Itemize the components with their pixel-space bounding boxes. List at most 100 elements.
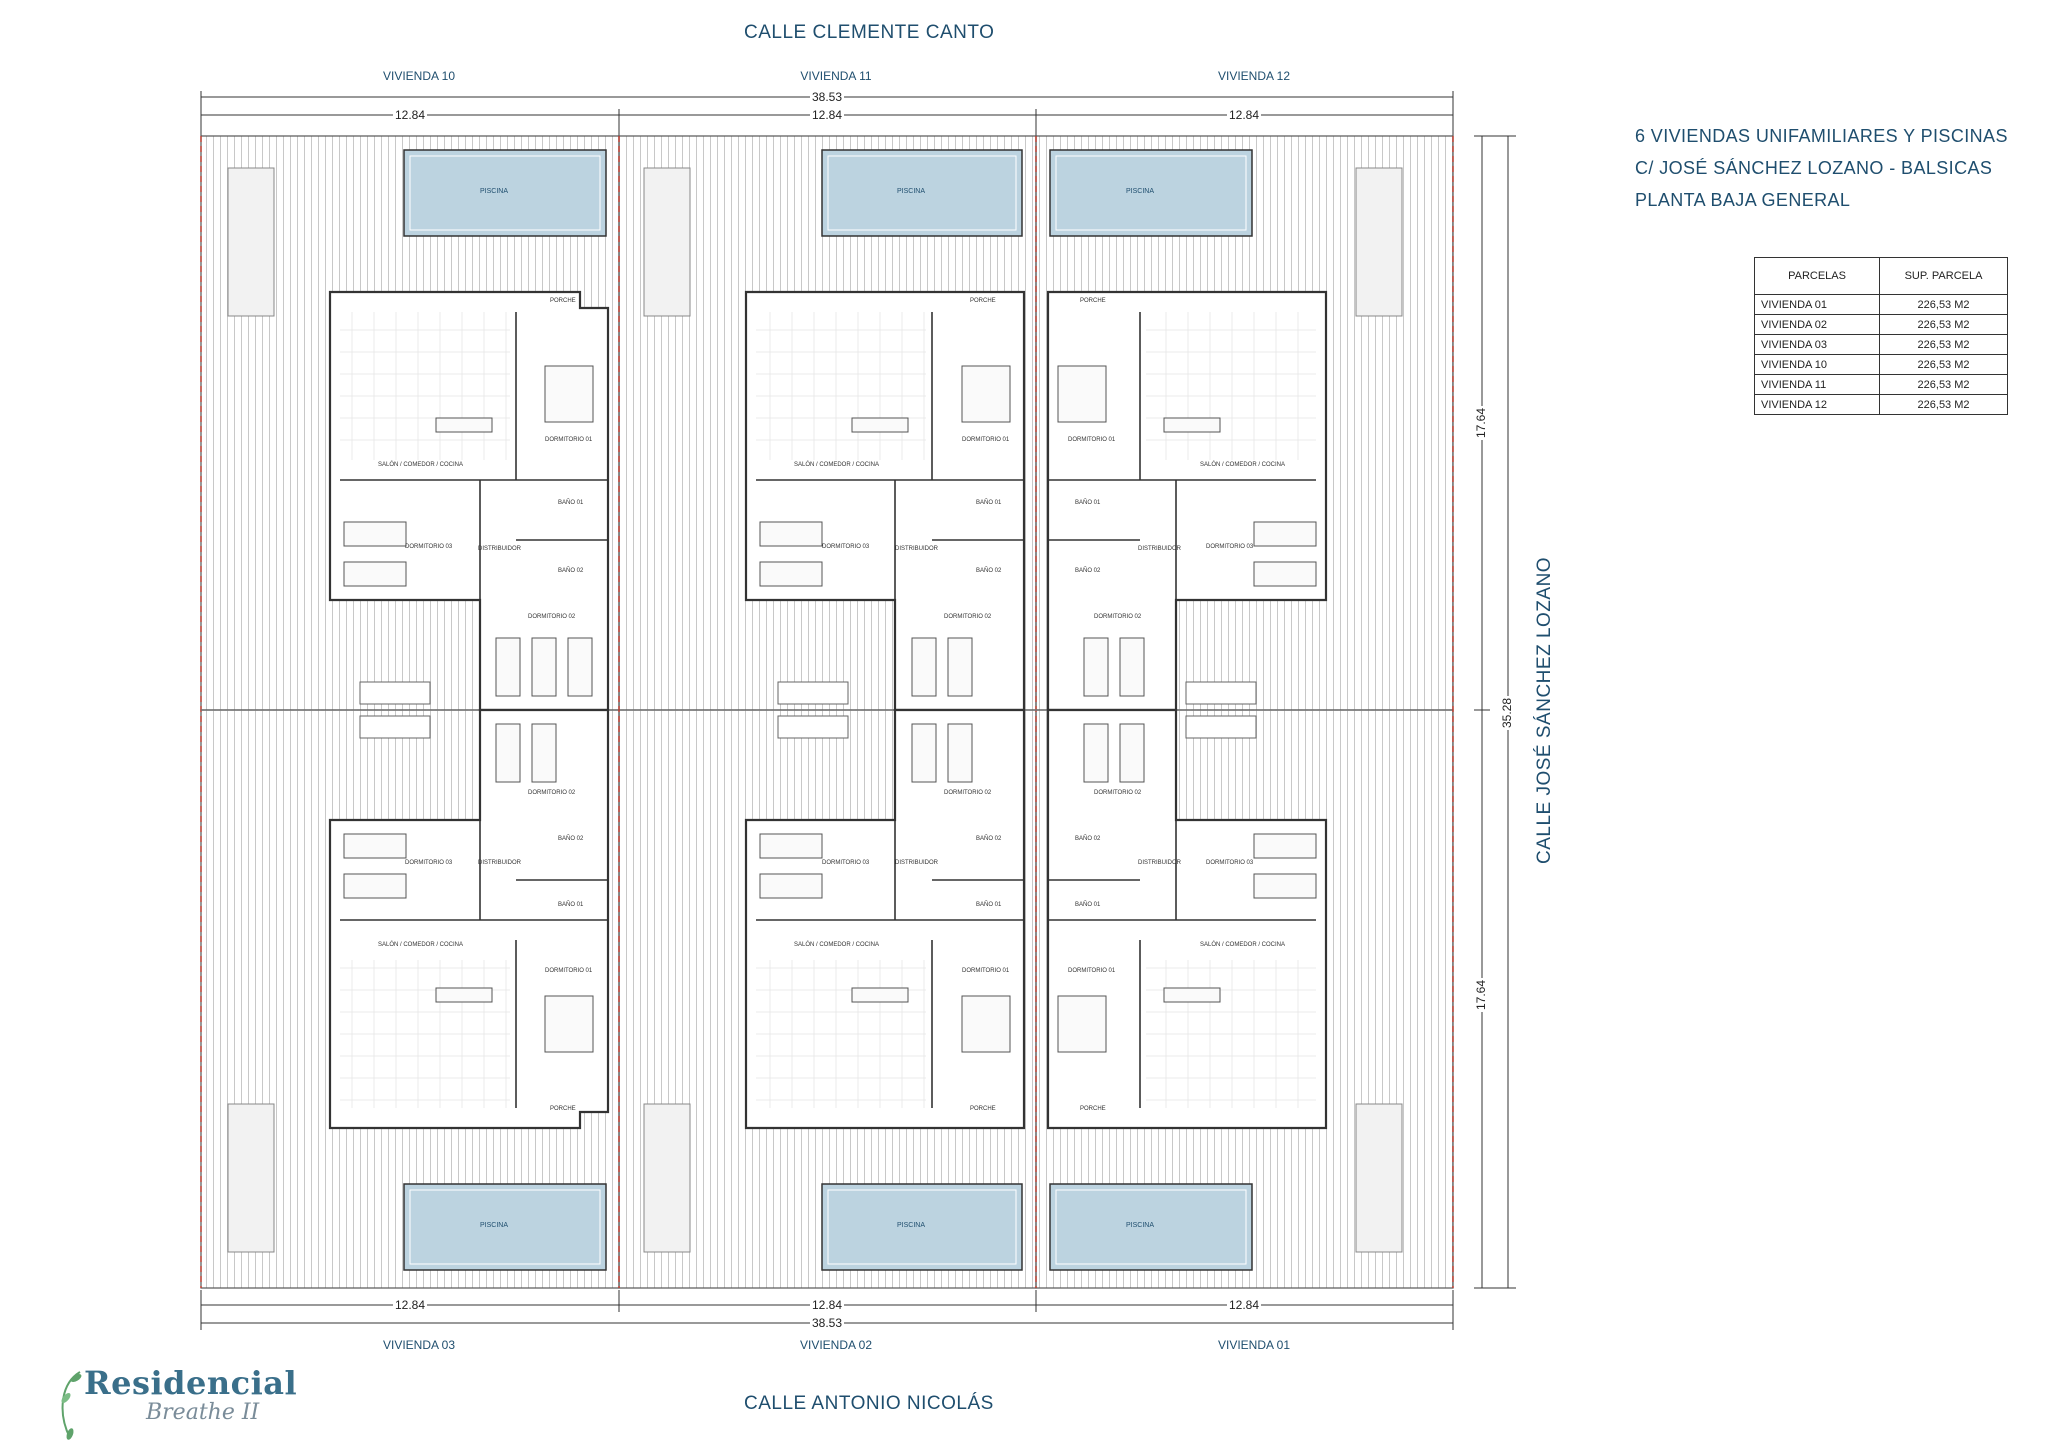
dim-lot-width: 12.84 bbox=[1226, 108, 1262, 122]
bath-1-label: BAÑO 01 bbox=[558, 902, 584, 908]
bedroom-1-label: DORMITORIO 01 bbox=[1068, 968, 1116, 974]
floor-tiles bbox=[340, 312, 1316, 1108]
bedroom-1-label: DORMITORIO 01 bbox=[545, 968, 593, 974]
bath-1-label: BAÑO 01 bbox=[1075, 500, 1101, 506]
bath-2-label: BAÑO 02 bbox=[558, 836, 584, 842]
parcel-name: VIVIENDA 12 bbox=[1753, 394, 1881, 415]
parcel-area: 226,53 M2 bbox=[1879, 334, 2008, 355]
parcel-area: 226,53 M2 bbox=[1879, 294, 2008, 315]
bath-2-label: BAÑO 02 bbox=[558, 568, 584, 574]
porch-label: PORCHE bbox=[1080, 1106, 1106, 1112]
dim-lot-width: 12.84 bbox=[392, 108, 428, 122]
interior-walls bbox=[340, 312, 1316, 1108]
header-parcelas: PARCELAS bbox=[1753, 257, 1881, 295]
vivienda-label-top-1: VIVIENDA 10 bbox=[382, 69, 456, 83]
bedroom-1-label: DORMITORIO 01 bbox=[962, 437, 1010, 443]
parcel-area: 226,53 M2 bbox=[1879, 314, 2008, 335]
title-line-2: C/ JOSÉ SÁNCHEZ LOZANO - BALSICAS bbox=[1635, 158, 1993, 178]
dim-lot-width: 12.84 bbox=[809, 1298, 845, 1312]
bedroom-3-label: DORMITORIO 03 bbox=[405, 544, 453, 550]
bedroom-2-label: DORMITORIO 02 bbox=[1094, 790, 1142, 796]
leaf-icon bbox=[61, 1371, 82, 1440]
dim-total-depth: 35.28 bbox=[1500, 695, 1514, 730]
dim-lot-width: 12.84 bbox=[392, 1298, 428, 1312]
pools bbox=[403, 149, 1253, 1271]
bath-1-label: BAÑO 01 bbox=[976, 500, 1002, 506]
porch-label: PORCHE bbox=[550, 1106, 576, 1112]
bedroom-2-label: DORMITORIO 02 bbox=[1094, 614, 1142, 620]
bath-1-label: BAÑO 01 bbox=[976, 902, 1002, 908]
pool-label: PISCINA bbox=[897, 188, 926, 195]
parcel-name: VIVIENDA 01 bbox=[1753, 294, 1881, 315]
dim-lot-width: 12.84 bbox=[809, 108, 845, 122]
parcel-area: 226,53 M2 bbox=[1879, 354, 2008, 375]
porch-label: PORCHE bbox=[970, 298, 996, 304]
street-top: CALLE CLEMENTE CANTO bbox=[744, 22, 995, 43]
parcel-name: VIVIENDA 10 bbox=[1753, 354, 1881, 375]
bedroom-3-label: DORMITORIO 03 bbox=[1206, 544, 1254, 550]
porch-label: PORCHE bbox=[970, 1106, 996, 1112]
dim-half-depth: 17.64 bbox=[1474, 405, 1488, 440]
pool-label: PISCINA bbox=[897, 1222, 926, 1229]
living-label: SALÓN / COMEDOR / COCINA bbox=[1200, 462, 1286, 468]
living-label: SALÓN / COMEDOR / COCINA bbox=[1200, 942, 1286, 948]
bedroom-3-label: DORMITORIO 03 bbox=[822, 544, 870, 550]
hall-label: DISTRIBUIDOR bbox=[895, 860, 939, 866]
stairs bbox=[359, 681, 1257, 739]
porch-label: PORCHE bbox=[550, 298, 576, 304]
bedroom-1-label: DORMITORIO 01 bbox=[1068, 437, 1116, 443]
header-sup-parcela: SUP. PARCELA bbox=[1879, 257, 2008, 295]
bedroom-2-label: DORMITORIO 02 bbox=[944, 614, 992, 620]
bedroom-1-label: DORMITORIO 01 bbox=[962, 968, 1010, 974]
dim-total-width-bottom: 38.53 bbox=[809, 1316, 845, 1330]
bath-1-label: BAÑO 01 bbox=[1075, 902, 1101, 908]
dim-lot-width: 12.84 bbox=[1226, 1298, 1262, 1312]
bedroom-1-label: DORMITORIO 01 bbox=[545, 437, 593, 443]
logo-sub-text: Breathe II bbox=[146, 1400, 260, 1425]
pool-label: PISCINA bbox=[1126, 1222, 1155, 1229]
hall-label: DISTRIBUIDOR bbox=[478, 860, 522, 866]
vivienda-label-bottom-2: VIVIENDA 02 bbox=[799, 1338, 873, 1352]
parcel-name: VIVIENDA 02 bbox=[1753, 314, 1881, 335]
hall-label: DISTRIBUIDOR bbox=[478, 546, 522, 552]
table-header-row: PARCELAS SUP. PARCELA bbox=[1753, 257, 2008, 295]
bedroom-3-label: DORMITORIO 03 bbox=[405, 860, 453, 866]
logo-main-text: Residencial bbox=[84, 1364, 298, 1402]
pool-label: PISCINA bbox=[480, 188, 509, 195]
porch-label: PORCHE bbox=[1080, 298, 1106, 304]
hall-label: DISTRIBUIDOR bbox=[895, 546, 939, 552]
living-label: SALÓN / COMEDOR / COCINA bbox=[378, 942, 464, 948]
bedroom-3-label: DORMITORIO 03 bbox=[1206, 860, 1254, 866]
parcel-area: 226,53 M2 bbox=[1879, 394, 2008, 415]
dim-half-depth: 17.64 bbox=[1474, 977, 1488, 1012]
street-bottom: CALLE ANTONIO NICOLÁS bbox=[744, 1393, 994, 1414]
furniture bbox=[343, 365, 1317, 1053]
bedroom-3-label: DORMITORIO 03 bbox=[822, 860, 870, 866]
vivienda-label-bottom-3: VIVIENDA 01 bbox=[1217, 1338, 1291, 1352]
bedroom-2-label: DORMITORIO 02 bbox=[944, 790, 992, 796]
title-block: 6 VIVIENDAS UNIFAMILIARES Y PISCINAS C/ … bbox=[1635, 126, 2008, 222]
pool-label: PISCINA bbox=[480, 1222, 509, 1229]
parcel-area: 226,53 M2 bbox=[1879, 374, 2008, 395]
hall-label: DISTRIBUIDOR bbox=[1138, 860, 1182, 866]
vivienda-label-top-2: VIVIENDA 11 bbox=[800, 69, 872, 83]
lot-dividers bbox=[200, 136, 1454, 1288]
dim-total-width-top: 38.53 bbox=[809, 90, 845, 104]
residencial-logo: Residencial Breathe II bbox=[40, 1364, 297, 1444]
living-label: SALÓN / COMEDOR / COCINA bbox=[794, 942, 880, 948]
planters bbox=[227, 167, 1403, 1253]
hall-label: DISTRIBUIDOR bbox=[1138, 546, 1182, 552]
vivienda-label-top-3: VIVIENDA 12 bbox=[1217, 69, 1291, 83]
pool-label: PISCINA bbox=[1126, 188, 1155, 195]
parcel-name: VIVIENDA 03 bbox=[1753, 334, 1881, 355]
parcel-name: VIVIENDA 11 bbox=[1753, 374, 1881, 395]
bath-2-label: BAÑO 02 bbox=[976, 836, 1002, 842]
title-line-3: PLANTA BAJA GENERAL bbox=[1635, 190, 1851, 210]
bedroom-2-label: DORMITORIO 02 bbox=[528, 790, 576, 796]
